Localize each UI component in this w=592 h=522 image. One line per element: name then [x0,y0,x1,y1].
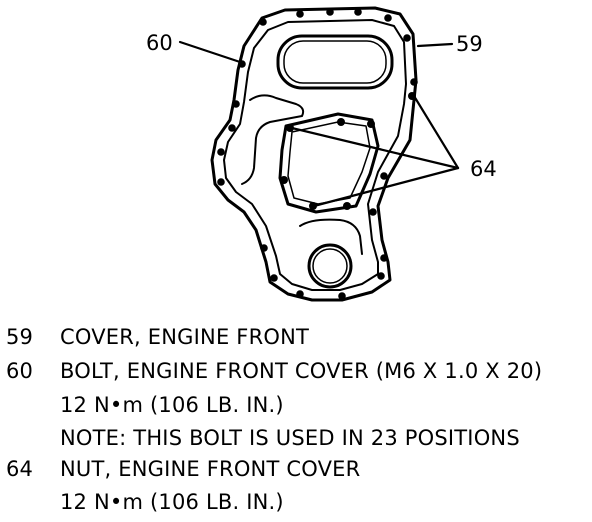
upper-window-inner [283,40,387,84]
legend-number: 59 [6,325,34,349]
bolt-holes [217,8,418,300]
bolt-hole [232,100,240,108]
bolt-hole [260,244,268,252]
legend-note: NOTE: THIS BOLT IS USED IN 23 POSITIONS [60,426,520,450]
bolt-hole [326,8,334,16]
center-pocket [278,112,380,214]
nut-hole [337,118,345,126]
bolt-hole [270,274,278,282]
bolt-hole [369,208,377,216]
leader-line-64 [412,94,460,170]
legend-description: NUT, ENGINE FRONT COVER [60,457,361,481]
leader-line-60 [178,40,242,64]
callout-60: 60 [146,31,173,55]
bolt-hole [259,18,267,26]
bolt-hole [296,290,304,298]
bolt-hole [377,272,385,280]
callout-64: 64 [470,157,497,181]
leader-line-64 [290,126,460,170]
leader-line-64 [312,166,460,208]
bolt-hole [380,254,388,262]
left-rib [241,94,305,185]
bolt-hole [217,148,225,156]
bolt-hole [354,8,362,16]
nut-hole [280,176,288,184]
leader-line-59 [416,42,454,48]
cover-flange [223,19,407,291]
callout-59: 59 [456,32,483,56]
legend-description: BOLT, ENGINE FRONT COVER (M6 X 1.0 X 20) [60,359,543,383]
nut-hole [286,124,294,132]
center-pocket-inner [287,121,371,205]
seal-bore [307,243,353,289]
bolt-hole [380,172,388,180]
bolt-hole [338,292,346,300]
cover-outline [210,6,418,302]
nut-hole [367,120,375,128]
bolt-hole [228,124,236,132]
bolt-hole [410,78,418,86]
bolt-hole [296,10,304,18]
nut-holes [280,92,416,210]
bolt-hole [217,178,225,186]
legend-number: 64 [6,457,34,481]
bolt-hole [384,14,392,22]
lower-tab [299,218,363,255]
legend-description: COVER, ENGINE FRONT [60,325,310,349]
bolt-hole [403,34,411,42]
legend-torque: 12 N•m (106 LB. IN.) [60,393,284,417]
legend-torque: 12 N•m (106 LB. IN.) [60,490,284,514]
nut-hole [343,202,351,210]
upper-window [276,34,394,90]
seal-bore-inner [312,248,348,284]
legend-number: 60 [6,359,34,383]
